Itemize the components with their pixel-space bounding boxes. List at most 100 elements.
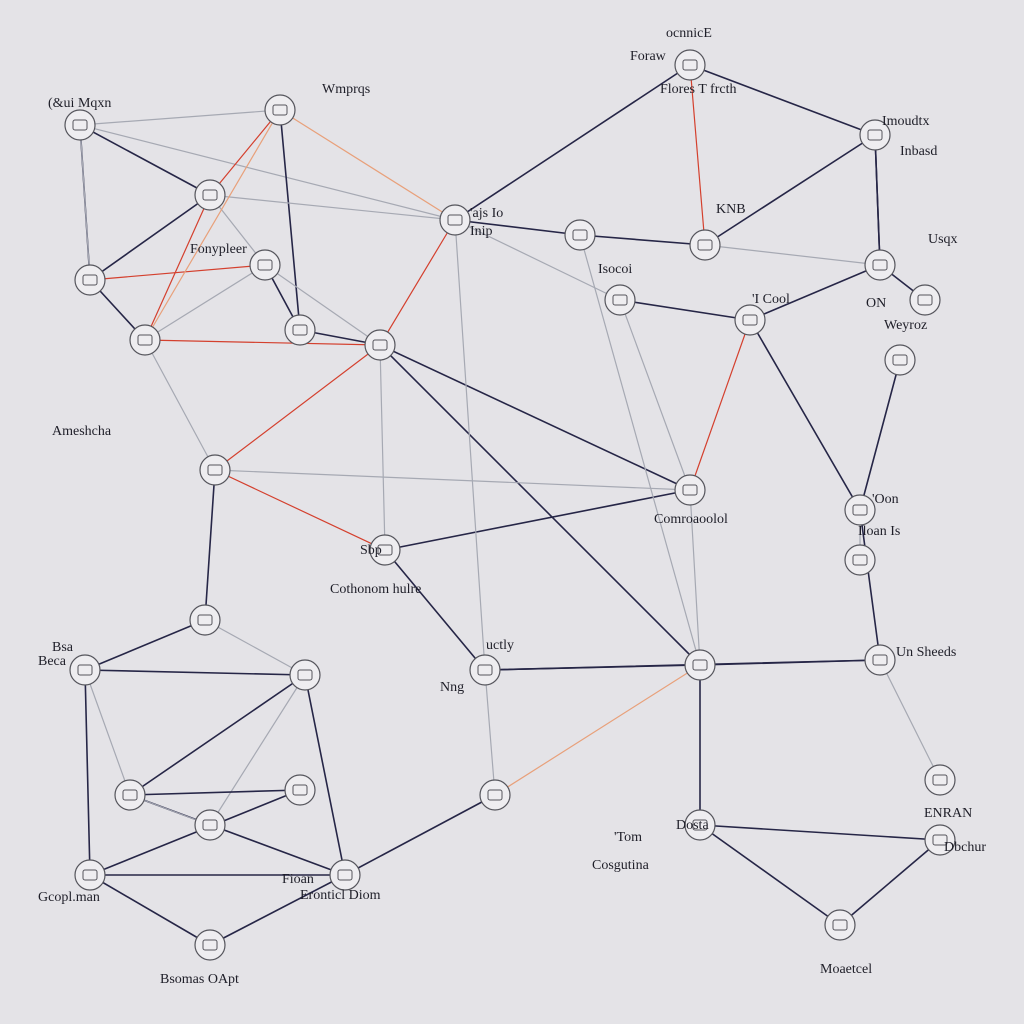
- edge-R-V: [204, 469, 216, 621]
- node-d: [74, 264, 106, 296]
- edge-C-F: [144, 194, 211, 341]
- edge-H-S: [379, 344, 386, 551]
- edge-L-T: [689, 319, 751, 491]
- edge-A-I: [79, 124, 456, 221]
- label-bottom-left-b: Fioan: [282, 872, 314, 887]
- node-p: [859, 119, 891, 151]
- node-ah: [194, 929, 226, 961]
- label-center-lower: Cothonom hulre: [330, 582, 422, 597]
- node-s: [369, 534, 401, 566]
- node-l: [734, 304, 766, 336]
- label-top-right-lower: Foraw: [630, 49, 666, 64]
- edge-P-N: [874, 134, 881, 266]
- edge-Z-H: [379, 344, 701, 666]
- label-bottom-right-a: ENRAN: [924, 806, 973, 821]
- node-ac: [284, 774, 316, 806]
- edge-E-H: [264, 264, 381, 346]
- edge-J-K: [579, 234, 706, 246]
- label-center-right-ng: Nng: [440, 680, 465, 695]
- edge-F-B: [144, 109, 281, 341]
- label-right-upper-b: Inbasd: [900, 144, 938, 159]
- edge-X-AG: [304, 674, 346, 876]
- edge-Y-AD: [484, 669, 496, 796]
- edge-V-X: [204, 619, 306, 676]
- node-o: [909, 284, 941, 316]
- edge-H-I: [379, 219, 456, 346]
- node-an: [924, 764, 956, 796]
- edge-H-T: [379, 344, 691, 491]
- node-ag: [329, 859, 361, 891]
- node-e: [249, 249, 281, 281]
- label-bottom-center-small: Dosta: [676, 818, 709, 833]
- edge-Z-AA: [699, 659, 881, 666]
- node-u: [844, 494, 876, 526]
- node-a: [64, 109, 96, 141]
- node-layer: [64, 49, 956, 961]
- node-z: [684, 649, 716, 681]
- edge-AJ-AK: [839, 839, 941, 926]
- node-c: [194, 179, 226, 211]
- edge-S-Y: [384, 549, 486, 671]
- label-left-bottom-tag: Bsa: [52, 640, 73, 655]
- edge-A-C: [79, 124, 211, 196]
- label-bottom-left-c: Eronticl Diom: [300, 888, 381, 903]
- edge-D-E: [89, 264, 266, 281]
- edge-L-U: [749, 319, 861, 511]
- edge-L-N: [749, 264, 881, 321]
- label-bottom-left-a: Gcopl.man: [38, 890, 100, 905]
- edge-B-I: [279, 109, 456, 221]
- node-y: [469, 654, 501, 686]
- edge-X-AB: [129, 674, 306, 796]
- node-ak: [924, 824, 956, 856]
- edge-W-AF: [84, 669, 91, 876]
- edge-K-P: [704, 134, 876, 246]
- label-right-center: Comroaoolol: [654, 512, 728, 527]
- label-top-right-tag: ocnnicE: [666, 26, 712, 41]
- edge-AL-U: [859, 359, 901, 511]
- edge-AF-AH: [89, 874, 211, 946]
- edge-U-AA: [859, 509, 881, 661]
- node-ab: [114, 779, 146, 811]
- edge-I-J: [454, 219, 581, 236]
- edge-B-C: [209, 109, 281, 196]
- edge-K-Q: [689, 64, 706, 246]
- edge-W-X: [84, 669, 306, 676]
- edge-C-D: [89, 194, 211, 281]
- node-ad: [479, 779, 511, 811]
- node-b: [264, 94, 296, 126]
- edge-AG-AD: [344, 794, 496, 876]
- node-t: [674, 474, 706, 506]
- edge-Z-J: [579, 234, 701, 666]
- node-m: [604, 284, 636, 316]
- edge-W-AB: [84, 669, 131, 796]
- edge-C-I: [209, 194, 456, 221]
- edge-R-T: [214, 469, 691, 491]
- node-af: [74, 859, 106, 891]
- node-w: [69, 654, 101, 686]
- node-q: [674, 49, 706, 81]
- edge-AI-AK: [699, 824, 941, 841]
- edge-I-M: [454, 219, 621, 301]
- node-f: [129, 324, 161, 356]
- label-left-bottom-tag2: Beca: [38, 654, 66, 669]
- edge-B-G: [279, 109, 301, 331]
- node-aa: [864, 644, 896, 676]
- edge-R-H: [214, 344, 381, 471]
- edge-AC-AF: [89, 789, 301, 876]
- edge-F-H: [144, 339, 381, 346]
- edge-A-B: [79, 109, 281, 126]
- label-center-top-sub: Inip: [470, 224, 493, 239]
- edge-V-W: [84, 619, 206, 671]
- edge-S-T: [384, 489, 691, 551]
- edge-AD-Z: [494, 664, 701, 796]
- node-am: [844, 544, 876, 576]
- node-ai: [684, 809, 716, 841]
- node-al: [884, 344, 916, 376]
- edge-AB-AC: [129, 789, 301, 796]
- label-right-mid-tag: KNB: [716, 202, 746, 217]
- label-right-upper-a: Imoudtx: [882, 114, 930, 129]
- label-far-right-a: Usqx: [928, 232, 958, 247]
- edge-T-Z: [689, 489, 701, 666]
- edge-X-AE: [209, 674, 306, 826]
